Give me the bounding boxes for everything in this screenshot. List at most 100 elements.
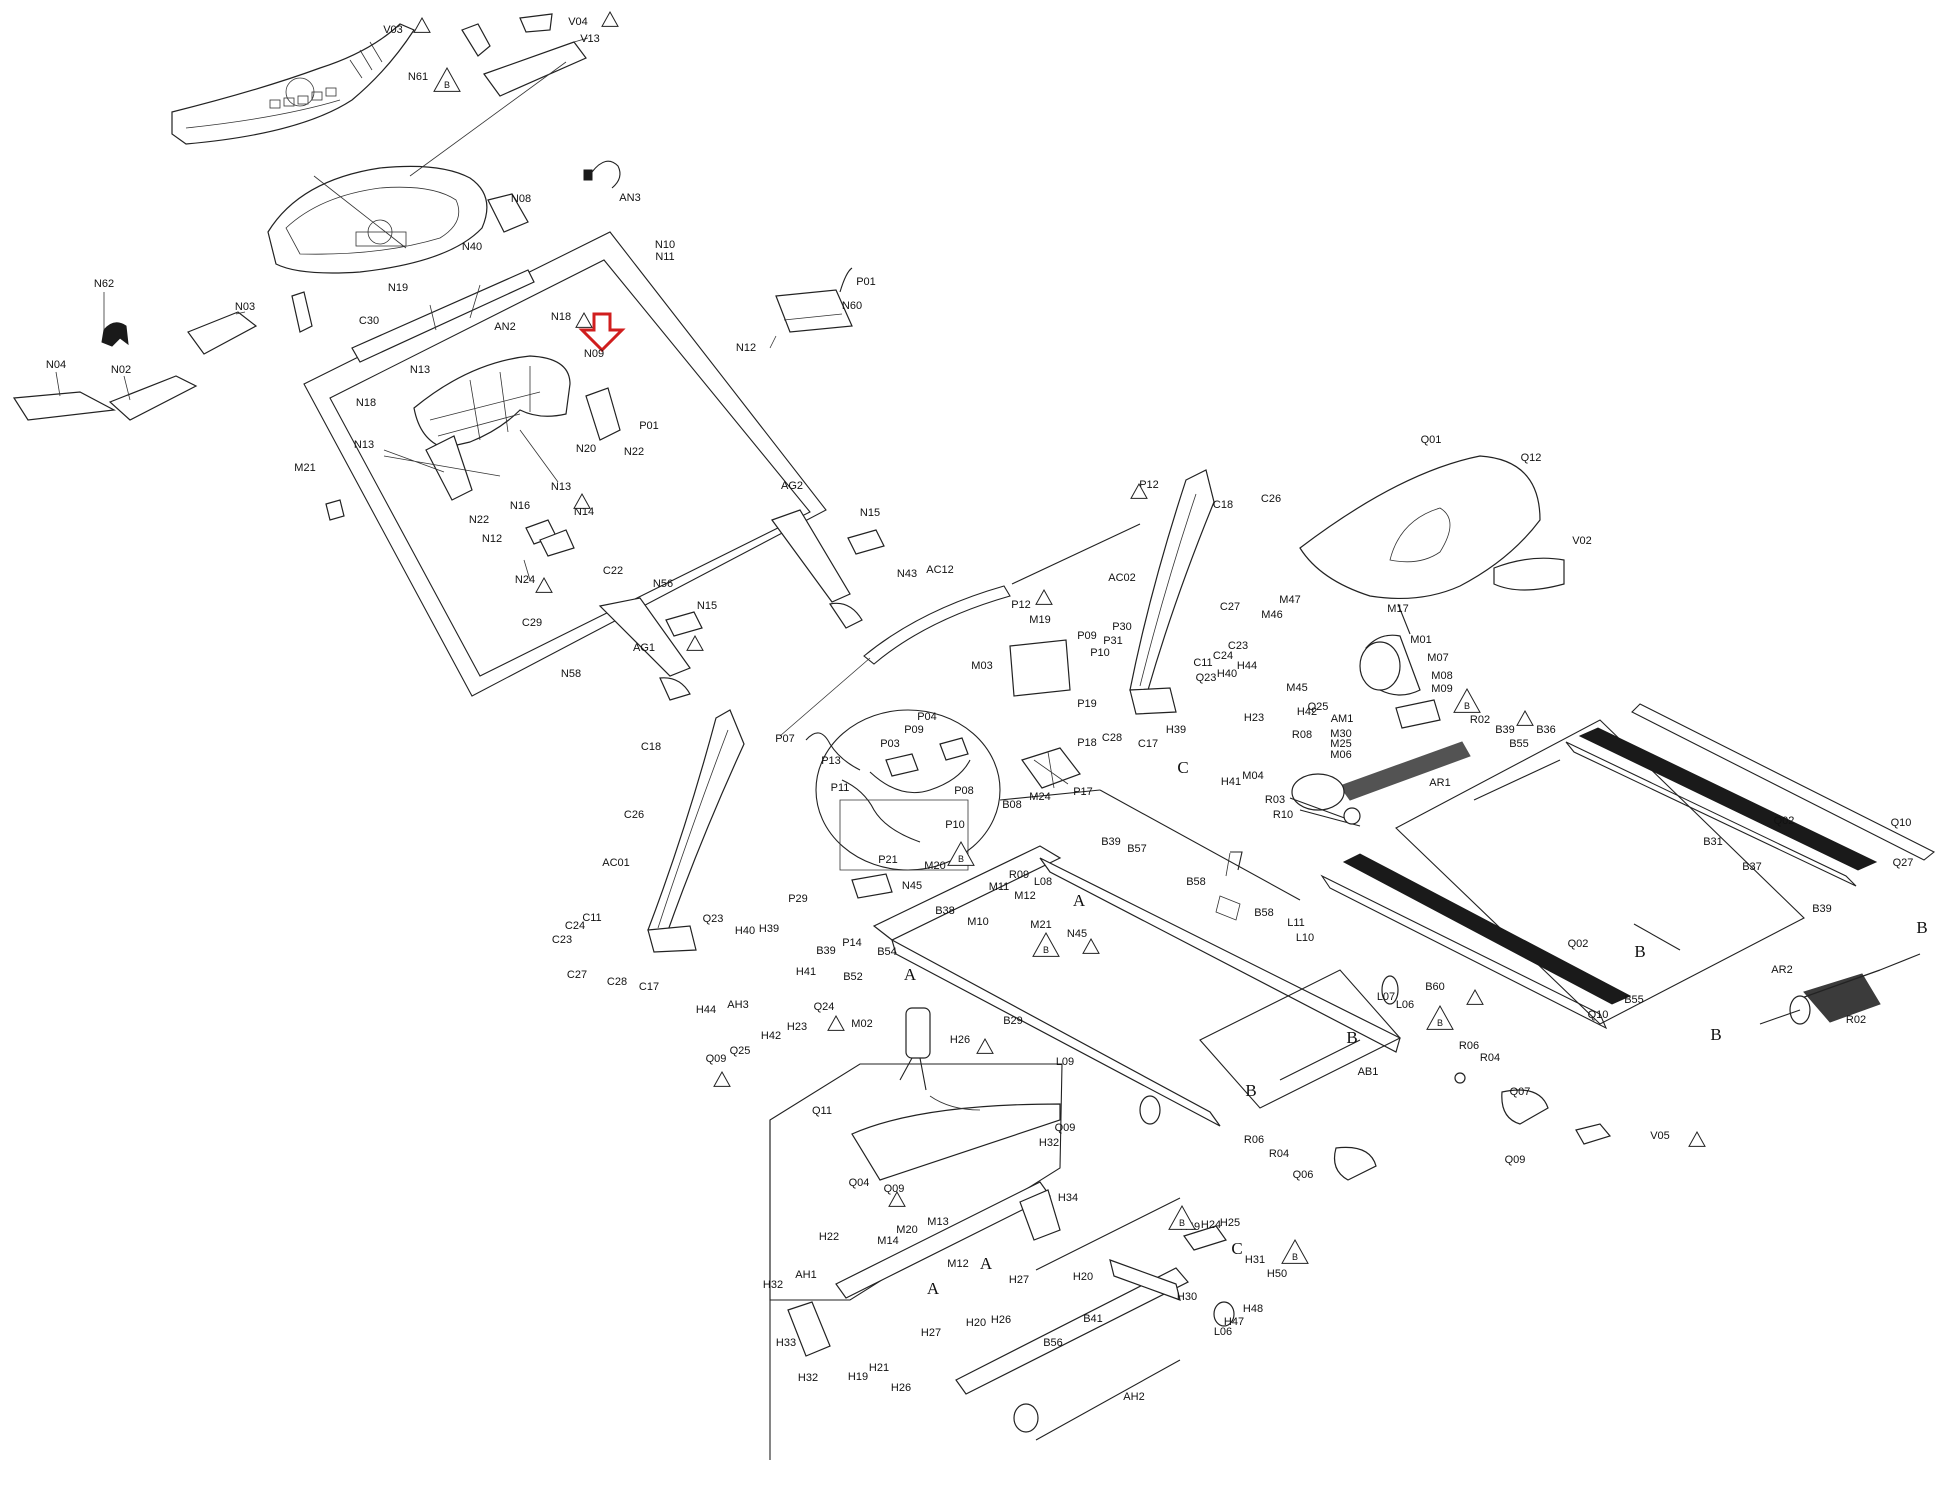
part-label-p11: P11 — [831, 782, 850, 794]
part-label-b39: B39 — [1495, 724, 1515, 736]
part-label-p10: P10 — [1090, 647, 1110, 659]
reference-marker-b: B — [1346, 1028, 1357, 1047]
part-label-m07: M07 — [1427, 652, 1448, 664]
part-label-b39: B39 — [1101, 836, 1121, 848]
part-label-h41: H41 — [1221, 776, 1241, 788]
warning-triangle-icon — [976, 1037, 994, 1054]
reference-marker-c: C — [1177, 758, 1188, 777]
part-label-p09: P09 — [904, 724, 924, 736]
part-label-h42: H42 — [761, 1030, 781, 1042]
uprights — [647, 469, 1215, 953]
controller-detail — [805, 709, 1001, 899]
part-label-b60: B60 — [1425, 981, 1445, 993]
part-label-m20: M20 — [896, 1224, 917, 1236]
part-label-p18: P18 — [1077, 737, 1097, 749]
part-label-n13: N13 — [410, 364, 430, 376]
part-label-h27: H27 — [921, 1327, 941, 1339]
part-label-r02: R02 — [1846, 1014, 1866, 1026]
part-label-q07: Q07 — [1510, 1086, 1531, 1098]
part-label-q27: Q27 — [1893, 857, 1914, 869]
part-label-m14: M14 — [877, 1235, 898, 1247]
part-label-q23: Q23 — [1196, 672, 1217, 684]
warning-triangle-icon — [573, 492, 591, 509]
main-frame — [872, 789, 1612, 1181]
part-label-ac12: AC12 — [926, 564, 954, 576]
part-label-b36: B36 — [1536, 724, 1556, 736]
warning-triangle-icon: B — [1168, 1204, 1196, 1230]
part-label-m21: M21 — [294, 462, 315, 474]
warning-triangle-icon — [601, 10, 619, 27]
warning-triangle-icon — [1082, 937, 1100, 954]
part-label-p07: P07 — [775, 733, 795, 745]
part-label-b58: B58 — [1254, 907, 1274, 919]
part-label-c29: C29 — [522, 617, 542, 629]
part-label-h44: H44 — [696, 1004, 716, 1016]
part-label-h40: H40 — [1217, 668, 1237, 680]
incline-motor — [851, 1007, 1061, 1181]
part-label-ar1: AR1 — [1429, 777, 1450, 789]
part-label-am1: AM1 — [1331, 713, 1354, 725]
part-label-n22: N22 — [469, 514, 489, 526]
part-label-b39: B39 — [816, 945, 836, 957]
part-label-n58: N58 — [561, 668, 581, 680]
part-label-l06: L06 — [1396, 999, 1414, 1011]
part-label-h25: H25 — [1220, 1217, 1240, 1229]
part-label-h47: H47 — [1224, 1316, 1244, 1328]
part-label-c22: C22 — [603, 565, 623, 577]
part-label-c24: C24 — [1213, 650, 1233, 662]
part-label-q06: Q06 — [1293, 1169, 1314, 1181]
part-label-h30: H30 — [1177, 1291, 1197, 1303]
part-label-p30: P30 — [1112, 621, 1132, 633]
warning-triangle-icon — [1130, 482, 1148, 499]
part-label-q10: Q10 — [1588, 1009, 1609, 1021]
part-label-h23: H23 — [787, 1021, 807, 1033]
part-label-m03: M03 — [971, 660, 992, 672]
part-label-q25: Q25 — [730, 1045, 751, 1057]
part-label-m19: M19 — [1029, 614, 1050, 626]
reference-marker-c: C — [1231, 1239, 1242, 1258]
part-label-c26: C26 — [1261, 493, 1281, 505]
part-label-n60: N60 — [842, 300, 862, 312]
warning-triangle-icon — [413, 16, 431, 33]
part-labels: V03V04V13N61AN3N08N10N11N40N19N62N03AN2N… — [46, 16, 1913, 1403]
warning-triangle-icon: B — [947, 840, 975, 866]
part-label-m11: M11 — [989, 881, 1010, 893]
part-label-c28: C28 — [1102, 732, 1122, 744]
part-label-n18: N18 — [551, 311, 571, 323]
callout-letter: B — [1292, 1252, 1298, 1262]
part-label-ag1: AG1 — [633, 642, 655, 654]
part-label-l06: L06 — [1214, 1326, 1232, 1338]
part-label-q09: Q09 — [1505, 1154, 1526, 1166]
part-label-n40: N40 — [462, 241, 482, 253]
part-label-n04: N04 — [46, 359, 66, 371]
part-label-m04: M04 — [1242, 770, 1263, 782]
part-label-c28: C28 — [607, 976, 627, 988]
part-label-p14: P14 — [842, 937, 862, 949]
part-label-ah3: AH3 — [727, 999, 748, 1011]
part-label-h39: H39 — [1166, 724, 1186, 736]
warning-triangle-icon: B — [1032, 931, 1060, 957]
part-label-l08: L08 — [1034, 876, 1052, 888]
warning-triangle-icon — [1688, 1130, 1706, 1147]
part-label-b58: B58 — [1186, 876, 1206, 888]
part-label-h42: H42 — [1297, 706, 1317, 718]
part-label-q01: Q01 — [1421, 434, 1442, 446]
part-label-m30: M30 — [1330, 728, 1351, 740]
part-label-b55: B55 — [1624, 994, 1644, 1006]
part-label-n61: N61 — [408, 71, 428, 83]
part-label-p10: P10 — [945, 819, 965, 831]
part-label-n12: N12 — [736, 342, 756, 354]
callout-letter: B — [1437, 1018, 1443, 1028]
part-label-b54: B54 — [877, 946, 897, 958]
handlebar-assembly — [598, 509, 1141, 737]
part-label-q02: Q02 — [1774, 815, 1795, 827]
part-label-r03: R03 — [1265, 794, 1285, 806]
part-label-p12: P12 — [1011, 599, 1031, 611]
part-label-c23: C23 — [552, 934, 572, 946]
part-label-c23: C23 — [1228, 640, 1248, 652]
part-label-v04: V04 — [568, 16, 588, 28]
part-label-h26: H26 — [991, 1314, 1011, 1326]
part-label-n12: N12 — [482, 533, 502, 545]
